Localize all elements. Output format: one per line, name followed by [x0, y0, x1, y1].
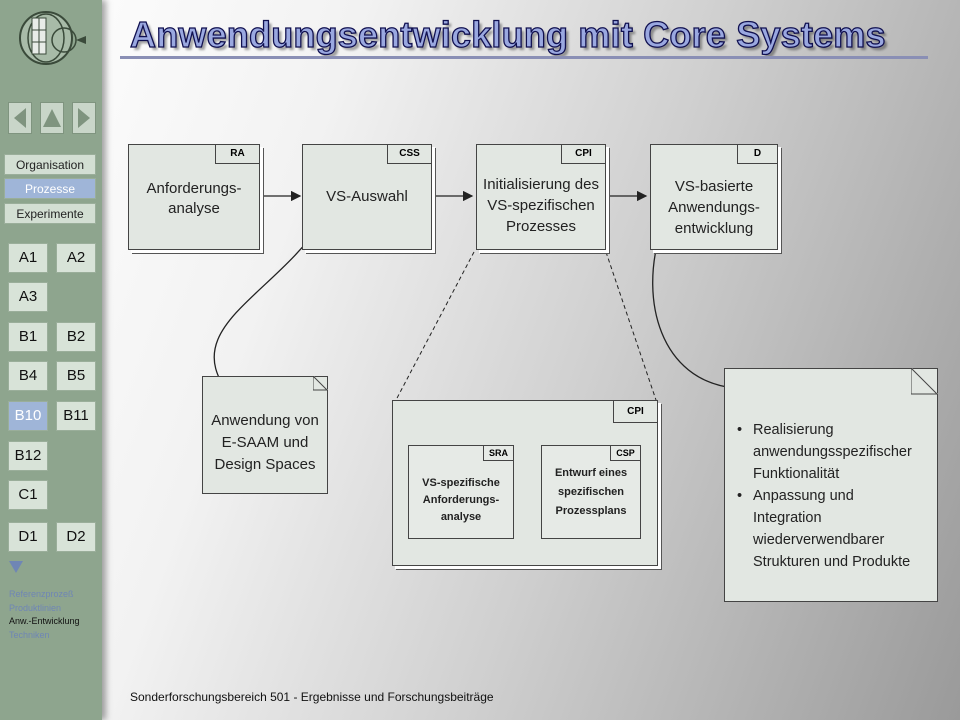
link-anw-entwicklung[interactable]: Anw.-Entwicklung: [9, 616, 80, 626]
process-label-line: Anforderungs-: [146, 180, 242, 197]
sub-label-line: Anforderungs-: [422, 494, 500, 506]
zoom-line-right: [605, 251, 657, 401]
note-left-line: Anwendung von: [211, 412, 319, 429]
sub-tag: CSP: [610, 446, 640, 461]
project-button-b4[interactable]: B4: [8, 361, 48, 391]
process-label-line: Anwendungs-: [668, 199, 760, 216]
project-button-b12[interactable]: B12: [8, 441, 48, 471]
sub-label-line: analyse: [440, 511, 482, 523]
note-fold: [314, 376, 328, 390]
note-connector-left: [213, 221, 323, 403]
note-fold-edge: [313, 376, 328, 391]
detail-box-cpi: CPI SRA VS-spezifische Anforderungs- ana…: [392, 400, 658, 566]
bullet-line: Funktionalität: [753, 466, 840, 482]
process-tag: D: [737, 145, 777, 164]
sidebar: Organisation Prozesse Experimente A1 A2 …: [0, 0, 102, 720]
arrow-down-icon[interactable]: [8, 560, 24, 574]
note-right: Realisierung anwendungsspezifischer Funk…: [724, 368, 938, 602]
detail-tag: CPI: [613, 401, 657, 423]
bullet-line: Integration: [753, 510, 822, 526]
process-tag: RA: [215, 145, 259, 164]
bullet-line: Strukturen und Produkte: [753, 554, 911, 570]
note-right-bullets: Realisierung anwendungsspezifischer Funk…: [731, 419, 937, 573]
sub-label-line: VS-spezifische: [422, 477, 500, 489]
arrow-up-icon: [43, 109, 61, 127]
up-arrow-button[interactable]: [40, 102, 64, 134]
process-label-line: Initialisierung des: [483, 176, 599, 193]
process-tag: CPI: [561, 145, 605, 164]
note-left-line: E-SAAM und: [221, 434, 309, 451]
project-button-b2[interactable]: B2: [56, 322, 96, 352]
bullet-line: wiederverwendbarer: [753, 532, 885, 548]
link-techniken[interactable]: Techniken: [9, 629, 50, 640]
sub-label-line: Prozessplans: [555, 505, 627, 517]
process-label-line: entwicklung: [674, 220, 754, 237]
process-label-line: VS-basierte: [674, 178, 754, 195]
title-underline: [120, 56, 928, 59]
process-box-ra: RA Anforderungs- analyse: [128, 144, 260, 250]
back-arrow-button[interactable]: [8, 102, 32, 134]
sub-box-sra: SRA VS-spezifische Anforderungs- analyse: [408, 445, 514, 539]
note-fold: [912, 368, 938, 394]
note-left-line: Design Spaces: [214, 456, 316, 473]
sub-box-csp: CSP Entwurf eines spezifischen Prozesspl…: [541, 445, 641, 539]
project-button-b1[interactable]: B1: [8, 322, 48, 352]
project-button-a3[interactable]: A3: [8, 282, 48, 312]
process-box-d: D VS-basierte Anwendungs- entwicklung: [650, 144, 778, 250]
arrow-right-icon: [78, 108, 90, 128]
forward-arrow-button[interactable]: [72, 102, 96, 134]
process-box-cpi: CPI Initialisierung des VS-spezifischen …: [476, 144, 606, 250]
project-button-d1[interactable]: D1: [8, 522, 48, 552]
project-button-b11[interactable]: B11: [56, 401, 96, 431]
link-produktlinien[interactable]: Produktlinien: [9, 602, 62, 613]
process-label-line: VS-Auswahl: [326, 188, 408, 205]
project-button-a2[interactable]: A2: [56, 243, 96, 273]
project-button-c1[interactable]: C1: [8, 480, 48, 510]
process-box-css: CSS VS-Auswahl: [302, 144, 432, 250]
project-button-b10[interactable]: B10: [8, 401, 48, 431]
project-button-d2[interactable]: D2: [56, 522, 96, 552]
note-connector-right: [652, 233, 735, 389]
link-referenzprozess[interactable]: Referenzprozeß: [9, 589, 74, 599]
sub-tag: SRA: [483, 446, 513, 461]
bullet-line: Anpassung und: [753, 488, 854, 504]
process-label-line: analyse: [168, 200, 220, 217]
sub-label-line: spezifischen: [557, 486, 625, 498]
project-button-a1[interactable]: A1: [8, 243, 48, 273]
bullet-line: anwendungsspezifischer: [753, 444, 912, 460]
note-left: Anwendung von E-SAAM und Design Spaces: [202, 376, 328, 494]
sub-label-line: Entwurf eines: [554, 467, 628, 479]
process-label-line: Prozesses: [505, 218, 577, 235]
process-label-line: VS-spezifischen: [487, 197, 595, 214]
nav-organisation[interactable]: Organisation: [4, 154, 96, 175]
process-tag: CSS: [387, 145, 431, 164]
page-title: Anwendungsentwicklung mit Core Systems: [129, 13, 886, 55]
note-right-bullet: Realisierung anwendungsspezifischer Funk…: [731, 419, 937, 485]
note-right-bullet: Anpassung und Integration wiederverwendb…: [731, 485, 937, 573]
nav-experimente[interactable]: Experimente: [4, 203, 96, 224]
arrow-left-icon: [14, 108, 26, 128]
subtopic-links: Referenzprozeß Produktlinien Anw.-Entwic…: [9, 588, 80, 642]
nav-prozesse[interactable]: Prozesse: [4, 178, 96, 199]
project-button-b5[interactable]: B5: [56, 361, 96, 391]
zoom-line-left: [395, 251, 475, 401]
bullet-line: Realisierung: [753, 422, 834, 438]
note-fold-edge: [911, 368, 938, 395]
footer-text: Sonderforschungsbereich 501 - Ergebnisse…: [130, 690, 494, 704]
sfb-logo-icon: [19, 11, 86, 65]
